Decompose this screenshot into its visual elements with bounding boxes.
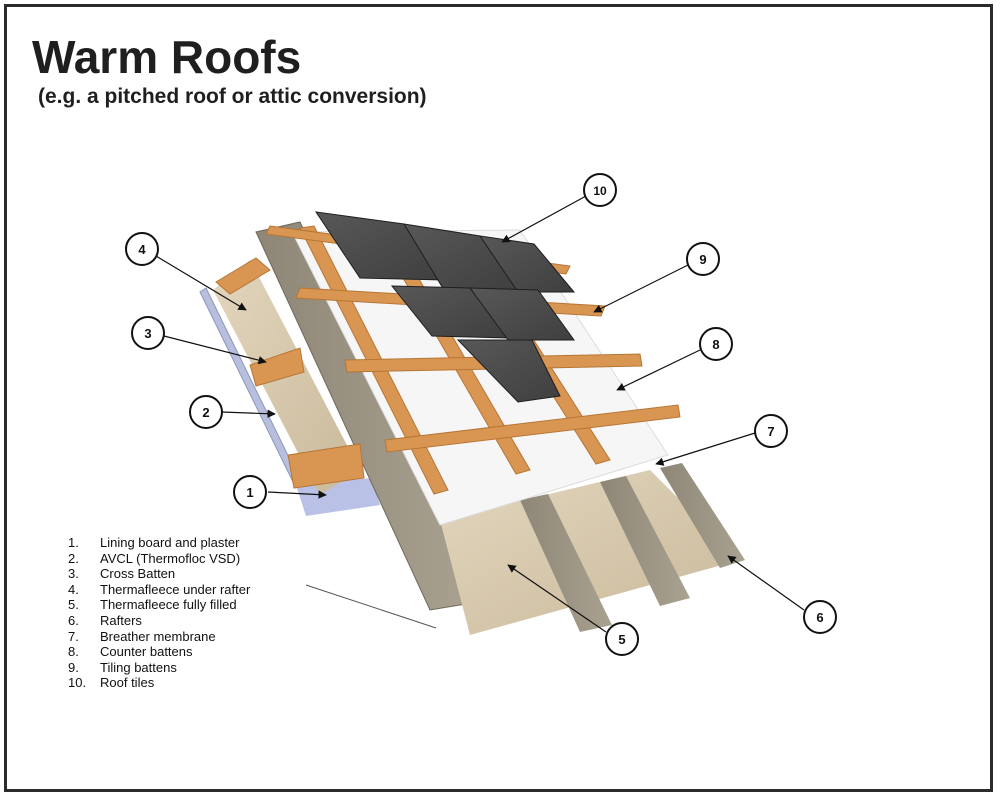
legend-number: 8. (68, 644, 79, 660)
svg-text:2: 2 (202, 405, 209, 420)
svg-text:7: 7 (767, 424, 774, 439)
roof-tile-3 (478, 235, 576, 293)
callout-10: 10 (501, 173, 617, 243)
legend: 1. Lining board and plaster 2. AVCL (The… (68, 535, 250, 691)
thermafleece-fully-filled (440, 470, 740, 635)
svg-text:9: 9 (699, 252, 706, 267)
rafter-4 (660, 463, 745, 568)
legend-item: 2. AVCL (Thermofloc VSD) (68, 551, 250, 567)
legend-text: Roof tiles (100, 675, 155, 691)
legend-text: Tiling battens (100, 659, 177, 675)
legend-text: Breather membrane (100, 628, 216, 644)
roof-tile-5 (468, 287, 575, 341)
legend-item: 5. Thermafleece fully filled (68, 597, 250, 613)
callout-5: 5 (507, 564, 639, 656)
legend-number: 9. (68, 659, 79, 675)
cross-batten-mid (249, 347, 305, 387)
legend-text: Rafters (100, 612, 142, 628)
svg-text:10: 10 (593, 184, 607, 198)
legend-text: Lining board and plaster (100, 535, 240, 550)
legend-text: Thermafleece fully filled (100, 597, 237, 613)
legend-number: 2. (68, 550, 79, 566)
callout-7: 7 (655, 414, 788, 466)
callout-1: 1 (233, 475, 327, 509)
legend-item: 9. Tiling battens (68, 660, 250, 676)
legend-text: Cross Batten (100, 566, 176, 582)
callout-8: 8 (616, 327, 733, 391)
legend-item: 3. Cross Batten (68, 566, 250, 582)
legend-number: 3. (68, 566, 79, 582)
callout-4: 4 (125, 232, 247, 311)
legend-number: 1. (68, 535, 79, 550)
legend-text: AVCL (Thermofloc VSD) (100, 550, 241, 566)
svg-text:5: 5 (618, 632, 625, 647)
legend-item: 7. Breather membrane (68, 629, 250, 645)
legend-item: 6. Rafters (68, 613, 250, 629)
legend-number: 6. (68, 612, 79, 628)
legend-item: 4. Thermafleece under rafter (68, 582, 250, 598)
svg-text:4: 4 (138, 242, 146, 257)
callout-2: 2 (189, 395, 276, 429)
legend-number: 10. (68, 675, 87, 691)
svg-text:6: 6 (816, 610, 823, 625)
legend-item: 1. Lining board and plaster (68, 535, 250, 551)
legend-number: 4. (68, 581, 79, 597)
callout-6: 6 (727, 555, 837, 634)
svg-text:3: 3 (144, 326, 151, 341)
callout-3: 3 (131, 316, 267, 365)
rafter-2 (520, 494, 612, 632)
svg-text:1: 1 (246, 485, 253, 500)
legend-item: 10. Roof tiles (68, 675, 250, 691)
legend-number: 7. (68, 628, 79, 644)
cross-batten-lower (287, 443, 365, 489)
roof-tile-6 (456, 339, 561, 403)
diagram-frame (4, 4, 993, 792)
legend-text: Thermafleece under rafter (100, 581, 251, 597)
legend-number: 5. (68, 597, 79, 613)
diagram-subtitle: (e.g. a pitched roof or attic conversion… (38, 85, 427, 108)
callout-9: 9 (593, 242, 720, 313)
cross-batten-upper (215, 257, 271, 295)
rafter-3 (600, 476, 690, 606)
legend-text: Counter battens (100, 644, 193, 660)
diagram-title: Warm Roofs (32, 31, 302, 83)
svg-text:8: 8 (712, 337, 719, 352)
legend-item: 8. Counter battens (68, 644, 250, 660)
tiling-batten-4 (384, 404, 681, 453)
